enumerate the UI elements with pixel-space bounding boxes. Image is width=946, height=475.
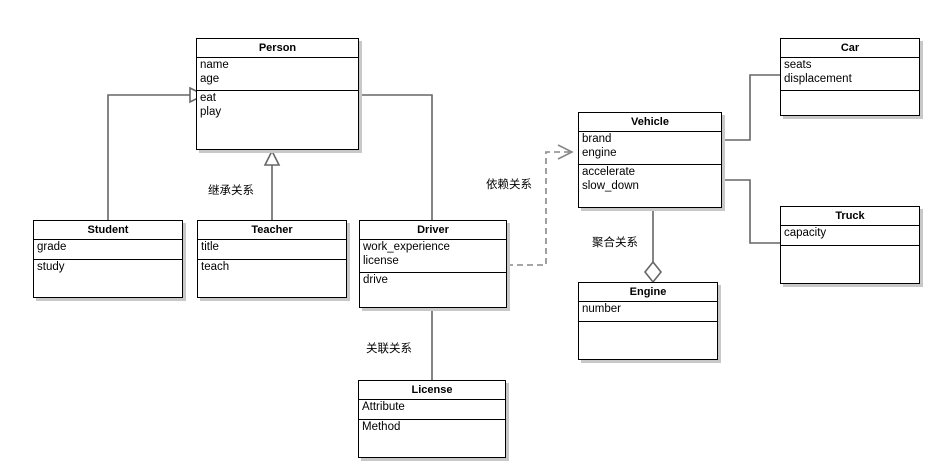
operation-item: eat: [200, 92, 216, 104]
attribute-item: age: [200, 73, 220, 85]
class-operations-license: Method: [359, 420, 505, 434]
class-operations-person: eat play: [197, 91, 358, 119]
class-attributes-engine: number: [579, 302, 717, 322]
class-box-truck[interactable]: Truck capacity: [780, 206, 920, 284]
class-title-driver: Driver: [360, 221, 506, 240]
edge-driver-vehicle: [507, 144, 574, 266]
class-box-teacher[interactable]: Teacher title teach: [197, 220, 347, 298]
attribute-item: license: [363, 255, 399, 267]
edge-vehicle-engine: [643, 208, 663, 284]
class-attributes-truck: capacity: [781, 226, 919, 246]
attribute-item: seats: [784, 59, 812, 71]
class-box-student[interactable]: Student grade study: [33, 220, 183, 298]
operation-item: study: [37, 261, 65, 273]
class-operations-teacher: teach: [198, 260, 346, 274]
class-title-vehicle: Vehicle: [579, 113, 721, 132]
attribute-item: grade: [37, 241, 67, 253]
class-operations-student: study: [34, 260, 182, 274]
class-box-driver[interactable]: Driver work_experience license drive: [359, 220, 507, 308]
class-attributes-person: name age: [197, 58, 358, 91]
edge-label-inheritance: 继承关系: [208, 185, 254, 197]
class-attributes-license: Attribute: [359, 400, 505, 420]
edge-label-aggregation: 聚合关系: [592, 237, 638, 249]
class-box-vehicle[interactable]: Vehicle brand engine accelerate slow_dow…: [578, 112, 722, 208]
attribute-item: engine: [582, 147, 617, 159]
class-attributes-teacher: title: [198, 240, 346, 260]
attribute-item: name: [200, 59, 229, 71]
operation-item: Method: [362, 421, 401, 433]
class-operations-driver: drive: [360, 273, 506, 287]
operation-item: drive: [363, 274, 388, 286]
edge-student-person: [107, 86, 206, 220]
class-box-license[interactable]: License Attribute Method: [358, 380, 506, 458]
class-title-student: Student: [34, 221, 182, 240]
operation-item: play: [200, 106, 222, 118]
class-title-engine: Engine: [579, 283, 717, 302]
class-title-person: Person: [197, 39, 358, 58]
operation-item: teach: [201, 261, 230, 273]
class-box-person[interactable]: Person name age eat play: [196, 38, 359, 150]
class-title-car: Car: [781, 39, 919, 58]
class-attributes-driver: work_experience license: [360, 240, 506, 273]
operation-item: slow_down: [582, 180, 639, 192]
attribute-item: capacity: [784, 227, 827, 239]
class-box-engine[interactable]: Engine number: [578, 282, 718, 360]
operation-item: accelerate: [582, 166, 636, 178]
class-attributes-car: seats displacement: [781, 58, 919, 91]
class-attributes-student: grade: [34, 240, 182, 260]
attribute-item: number: [582, 303, 621, 315]
edge-label-dependency: 依赖关系: [486, 179, 532, 191]
attribute-item: brand: [582, 133, 612, 145]
attribute-item: Attribute: [362, 401, 405, 413]
class-box-car[interactable]: Car seats displacement: [780, 38, 920, 116]
edge-label-association: 关联关系: [366, 343, 412, 355]
class-attributes-vehicle: brand engine: [579, 132, 721, 165]
class-title-license: License: [359, 381, 505, 400]
class-operations-vehicle: accelerate slow_down: [579, 165, 721, 193]
edge-teacher-person: [263, 149, 281, 220]
attribute-item: work_experience: [363, 241, 450, 253]
class-title-teacher: Teacher: [198, 221, 346, 240]
attribute-item: displacement: [784, 73, 852, 85]
class-title-truck: Truck: [781, 207, 919, 226]
attribute-item: title: [201, 241, 219, 253]
